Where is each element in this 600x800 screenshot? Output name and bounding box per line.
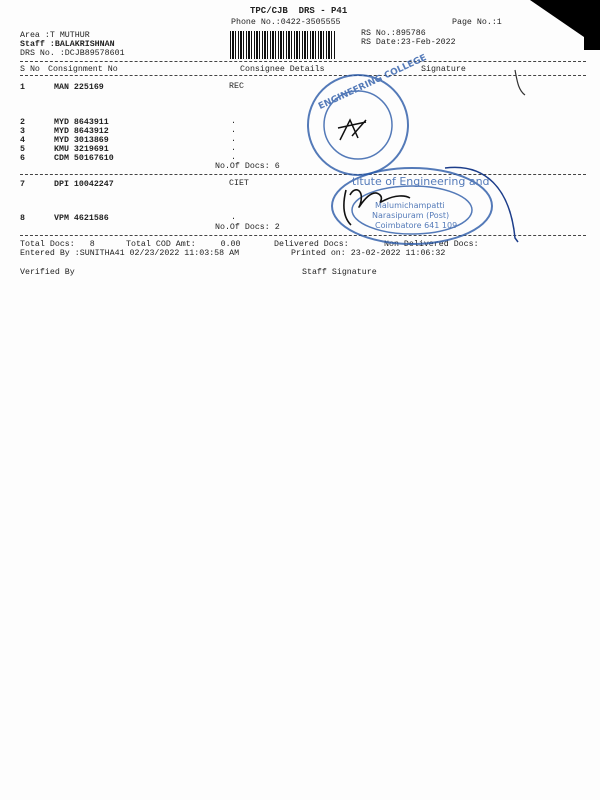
row-consignment: DPI 10042247 [54,180,114,189]
col-signature: Signature [421,65,466,74]
staff-signature [343,189,411,226]
row-sno: 8 [20,214,25,223]
row-consignee: REC [229,82,244,91]
row-consignee: . [231,117,236,126]
phone-number: Phone No.:0422-3505555 [231,18,341,27]
area: Area :T MUTHUR [20,31,90,40]
rs-number: RS No.:895786 [361,29,426,38]
staff: Staff :BALAKRISHNAN [20,40,115,49]
non-delivered-docs: Non Delivered Docs: [384,240,479,249]
staff-signature-label: Staff Signature [302,268,377,277]
initials-signature [337,118,367,141]
pen-stroke [444,166,519,243]
barcode [230,31,335,59]
delivered-docs: Delivered Docs: [274,240,349,249]
drs-number: DRS No. :DCJB89578601 [20,49,125,58]
total-docs: Total Docs: 8 [20,240,95,249]
row-consignee: . [231,135,236,144]
divider [20,235,586,236]
svg-text:ENGINEERING COLLEGE: ENGINEERING COLLEGE [317,53,428,112]
svg-text:Malumichampatti: Malumichampatti [375,201,445,210]
page-number: Page No.:1 [452,18,502,27]
divider [20,75,586,76]
row-consignee: . [231,126,236,135]
svg-text:Coimbatore 641 109: Coimbatore 641 109 [375,221,457,230]
col-sno: S No [20,65,40,74]
row-sno: 6 [20,154,25,163]
col-consignee: Consignee Details [240,65,325,74]
pen-mark [514,69,526,96]
row-sno: 3 [20,127,25,136]
divider [20,61,586,62]
group-doc-count: No.Of Docs: 6 [215,162,280,171]
row-consignee: CIET [229,179,249,188]
row-consignment: CDM 50167610 [54,154,114,163]
col-consignment: Consignment No [48,65,118,74]
college-seal: ENGINEERING COLLEGE [307,53,428,176]
entered-by: Entered By :SUNITHA41 02/23/2022 11:03:5… [20,249,240,258]
row-consignee: . [231,213,236,222]
doc-title: TPC/CJB DRS - P41 [250,6,348,16]
svg-text:Narasipuram (Post): Narasipuram (Post) [372,211,449,220]
row-sno: 5 [20,145,25,154]
row-consignment: VPM 4621586 [54,214,109,223]
rs-date: RS Date:23-Feb-2022 [361,38,456,47]
row-consignment: KMU 3219691 [54,145,109,154]
row-consignee: . [231,153,236,162]
row-sno: 4 [20,136,25,145]
row-consignee: . [231,144,236,153]
verified-by: Verified By [20,268,75,277]
row-consignment: MYD 8643911 [54,118,109,127]
scan-corner-edge [584,14,600,50]
svg-text:titute of Engineering and: titute of Engineering and [352,175,490,188]
group-doc-count: No.Of Docs: 2 [215,223,280,232]
row-consignment: MYD 3013869 [54,136,109,145]
row-consignment: MYD 8643912 [54,127,109,136]
row-consignment: MAN 225169 [54,83,104,92]
divider [20,174,586,175]
row-sno: 1 [20,83,25,92]
institute-seal: titute of Engineering and Malumichampatt… [331,167,493,245]
total-cod: Total COD Amt: 0.00 [126,240,241,249]
printed-on: Printed on: 23-02-2022 11:06:32 [291,249,446,258]
row-sno: 7 [20,180,25,189]
row-sno: 2 [20,118,25,127]
